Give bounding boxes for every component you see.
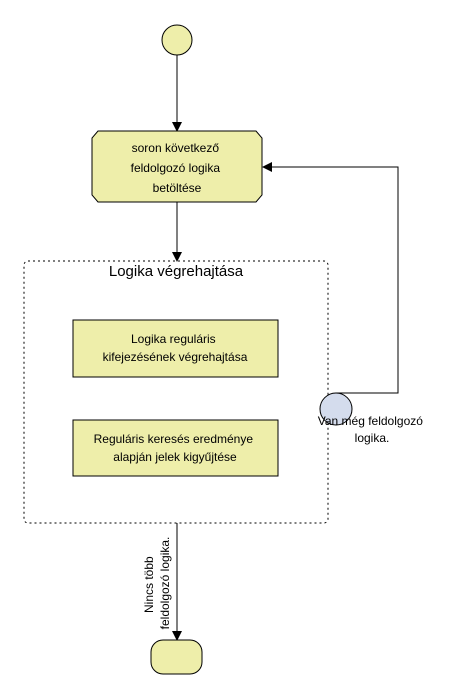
load-logic-step [91, 130, 263, 203]
end-node [150, 639, 203, 675]
collect-signals-step [72, 419, 279, 477]
collect-step-line-1: Reguláris keresés eredménye [94, 432, 254, 446]
svg-text:Reguláris keresés eredménye: Reguláris keresés eredménye alapján jele… [94, 432, 257, 464]
svg-text:Nincs több feldolgozó logi: Nincs több feldolgozó logika. [142, 537, 172, 630]
loop-label-line-1: Van még feldolgozó [318, 414, 424, 428]
loop-decision-node [319, 392, 353, 426]
execution-group [23, 260, 329, 524]
regex-step-line-2: kifejezésének végrehajtása [103, 350, 248, 364]
svg-text:soron következő feldolgozó: soron következő feldolgozó logika betölt… [131, 141, 224, 195]
regex-step-line-1: Logika reguláris [131, 332, 216, 346]
collect-step-line-2: alapján jelek kigyűjtése [113, 450, 237, 464]
svg-text:Van még feldolgozó logika.: Van még feldolgozó logika. [318, 414, 427, 445]
regex-execution-step [72, 319, 279, 378]
load-step-line-2: feldolgozó logika [131, 161, 221, 175]
start-node [161, 24, 193, 56]
execution-group-title: Logika végrehajtása [109, 263, 244, 280]
connector-loop-back [262, 162, 399, 394]
load-step-line-1: soron következő [132, 141, 220, 155]
exit-label-line-2: feldolgozó logika. [158, 537, 172, 630]
svg-text:Logika reguláris kifejezés: Logika reguláris kifejezésének végrehajt… [103, 332, 248, 364]
exit-label-line-1: Nincs több [142, 556, 156, 613]
load-step-line-3: betöltése [153, 181, 202, 195]
loop-label-line-2: logika. [355, 431, 390, 445]
